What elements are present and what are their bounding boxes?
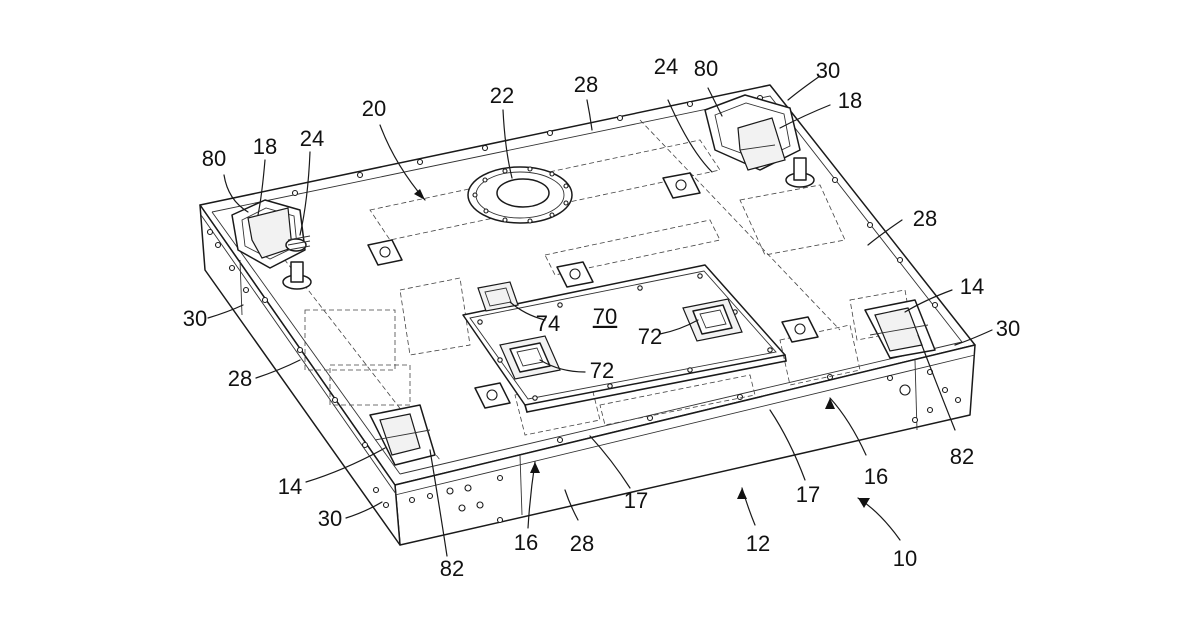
numeral-17-left: 17 (624, 488, 648, 513)
numeral-28-right: 28 (913, 206, 937, 231)
numeral-72-center: 72 (590, 358, 614, 383)
numeral-18-right: 18 (838, 88, 862, 113)
numeral-80-right: 80 (694, 56, 718, 81)
numeral-82-right: 82 (950, 444, 974, 469)
numeral-24-right: 24 (654, 54, 678, 79)
numeral-30-left: 30 (183, 306, 207, 331)
numeral-74: 74 (536, 311, 560, 336)
numeral-10: 10 (893, 546, 917, 571)
numeral-16-right: 16 (864, 464, 888, 489)
numeral-20: 20 (362, 96, 386, 121)
numeral-82-left: 82 (440, 556, 464, 581)
numeral-16-left: 16 (514, 530, 538, 555)
numeral-72-right: 72 (638, 324, 662, 349)
numeral-30-bottom-left: 30 (318, 506, 342, 531)
numeral-12: 12 (746, 531, 770, 556)
numeral-24-left: 24 (300, 126, 324, 151)
numeral-70: 70 (593, 304, 617, 329)
numeral-30-right: 30 (996, 316, 1020, 341)
numeral-30-top-right: 30 (816, 58, 840, 83)
numeral-22: 22 (490, 83, 514, 108)
circular-hatch-22 (468, 167, 572, 223)
numeral-80-left: 80 (202, 146, 226, 171)
numeral-28-left: 28 (228, 366, 252, 391)
numeral-14-right: 14 (960, 274, 984, 299)
numeral-14-left: 14 (278, 474, 302, 499)
numeral-18-left: 18 (253, 134, 277, 159)
port-74 (478, 282, 518, 311)
numeral-28-bottom: 28 (570, 531, 594, 556)
numeral-28-top: 28 (574, 72, 598, 97)
numeral-17-right: 17 (796, 482, 820, 507)
